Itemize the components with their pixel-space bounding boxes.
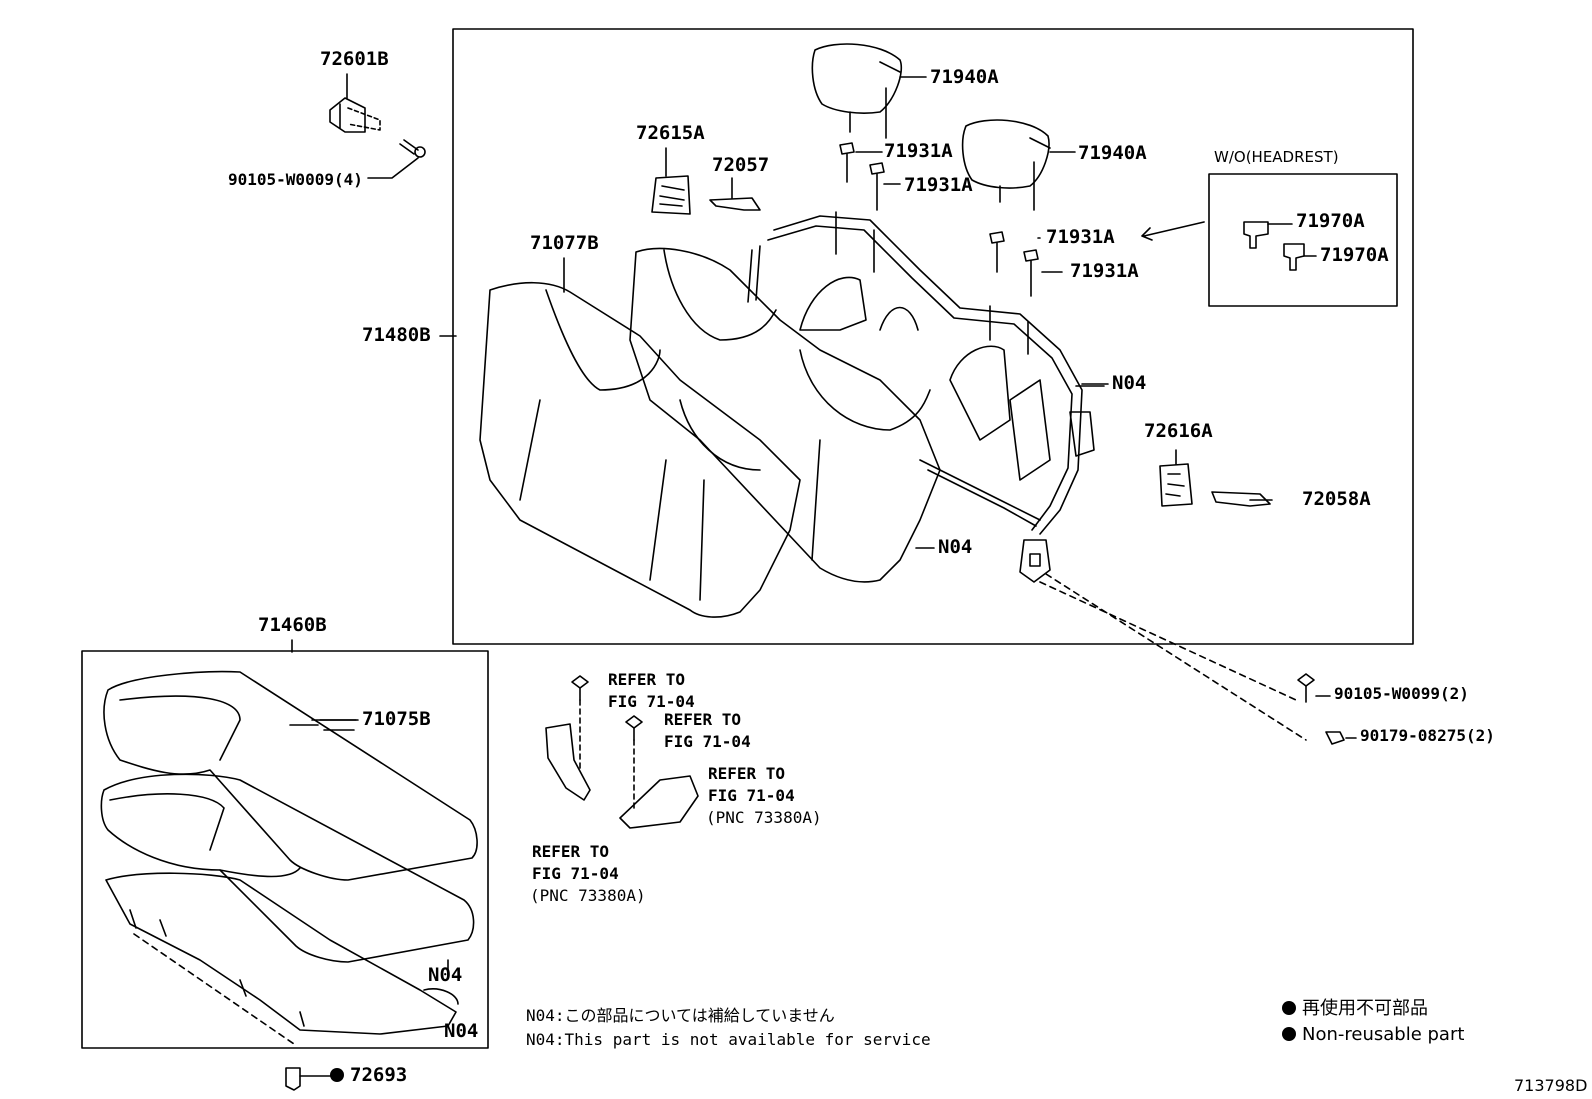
- note-english: N04:This part is not available for servi…: [526, 1030, 931, 1049]
- part-label-71480B[interactable]: 71480B: [362, 324, 431, 346]
- part-label-71931A-1[interactable]: 71931A: [884, 140, 953, 162]
- part-label-72693[interactable]: 72693: [330, 1066, 407, 1085]
- part-label-71940A-right[interactable]: 71940A: [1078, 142, 1147, 164]
- part-label-90105-W0009[interactable]: 90105-W0009(4): [228, 170, 363, 189]
- legend-english-text: Non-reusable part: [1302, 1024, 1465, 1045]
- refer-label-4-line1[interactable]: REFER TO: [532, 842, 610, 861]
- clip-72616A: [1159, 449, 1193, 507]
- legend-japanese: 再使用不可部品: [1282, 1000, 1428, 1018]
- part-label-71075B[interactable]: 71075B: [362, 708, 431, 730]
- part-label-71931A-3[interactable]: 71931A: [1046, 226, 1115, 248]
- seatback-frame: [747, 211, 1307, 741]
- headrest-right: [961, 119, 1076, 211]
- part-label-71931A-4[interactable]: 71931A: [1070, 260, 1139, 282]
- part-label-71077B[interactable]: 71077B: [530, 232, 599, 254]
- seatback-cover-outer: [479, 281, 801, 618]
- part-label-71940A-left[interactable]: 71940A: [930, 66, 999, 88]
- part-label-71970A-1[interactable]: 71970A: [1296, 210, 1365, 232]
- nut-90179: [1325, 731, 1357, 745]
- part-label-71931A-2[interactable]: 71931A: [904, 174, 973, 196]
- buckle-right: [619, 715, 699, 829]
- part-label-72057[interactable]: 72057: [712, 154, 770, 176]
- clip-72615A: [651, 147, 691, 215]
- headrest-left: [811, 43, 927, 139]
- non-reusable-dot-icon: [330, 1068, 344, 1082]
- clip-72057: [709, 177, 761, 211]
- headrest-caps: [1141, 221, 1317, 271]
- seatback-frame-box: [452, 28, 1414, 645]
- cushion-frame-box: [81, 650, 489, 1049]
- refer-label-4-line3: (PNC 73380A): [530, 886, 646, 905]
- cushion-wire-frame: [105, 872, 459, 1045]
- seatback-cover-inner: [629, 247, 941, 583]
- part-label-72058A[interactable]: 72058A: [1302, 488, 1371, 510]
- cushion-pad-bottom: [100, 773, 475, 963]
- part-label-90179-08275[interactable]: 90179-08275(2): [1360, 726, 1495, 745]
- legend-japanese-text: 再使用不可部品: [1302, 998, 1428, 1019]
- clip-72058A: [1211, 491, 1271, 507]
- headrest-option-box: [1208, 173, 1398, 307]
- clip-72693-shape: [285, 1067, 331, 1091]
- refer-label-1-line2[interactable]: FIG 71-04: [608, 692, 695, 711]
- part-label-72615A[interactable]: 72615A: [636, 122, 705, 144]
- part-label-n04-cushion-2: N04: [444, 1020, 479, 1042]
- part-label-71460B[interactable]: 71460B: [258, 614, 327, 636]
- refer-label-4-line2[interactable]: FIG 71-04: [532, 864, 619, 883]
- part-label-n04-back: N04: [938, 536, 973, 558]
- headrest-supports: [839, 142, 1063, 297]
- diagram-id: 713798D: [1514, 1076, 1588, 1095]
- headrest-option-label: W/O(HEADREST): [1214, 148, 1339, 166]
- refer-label-1-line1[interactable]: REFER TO: [608, 670, 686, 689]
- refer-label-2-line2[interactable]: FIG 71-04: [664, 732, 751, 751]
- buckle-left: [545, 675, 591, 801]
- refer-label-3-line2[interactable]: FIG 71-04: [708, 786, 795, 805]
- note-japanese: N04:この部品については補給していません: [526, 1006, 835, 1025]
- part-label-71970A-2[interactable]: 71970A: [1320, 244, 1389, 266]
- part-number-72693: 72693: [350, 1064, 408, 1086]
- refer-label-3-line3: (PNC 73380A): [706, 808, 822, 827]
- part-label-n04-frame: N04: [1112, 372, 1147, 394]
- part-label-n04-cushion-1: N04: [428, 964, 463, 986]
- part-label-72616A[interactable]: 72616A: [1144, 420, 1213, 442]
- refer-label-3-line1[interactable]: REFER TO: [708, 764, 786, 783]
- part-label-90105-W0099[interactable]: 90105-W0099(2): [1334, 684, 1469, 703]
- bolt-90105: [1297, 673, 1331, 703]
- legend-dot-icon: [1282, 1027, 1296, 1041]
- hinge-bracket-72601B: [329, 73, 426, 179]
- legend-english: Non-reusable part: [1282, 1026, 1464, 1044]
- refer-label-2-line1[interactable]: REFER TO: [664, 710, 742, 729]
- part-label-72601B[interactable]: 72601B: [320, 48, 389, 70]
- legend-dot-icon: [1282, 1001, 1296, 1015]
